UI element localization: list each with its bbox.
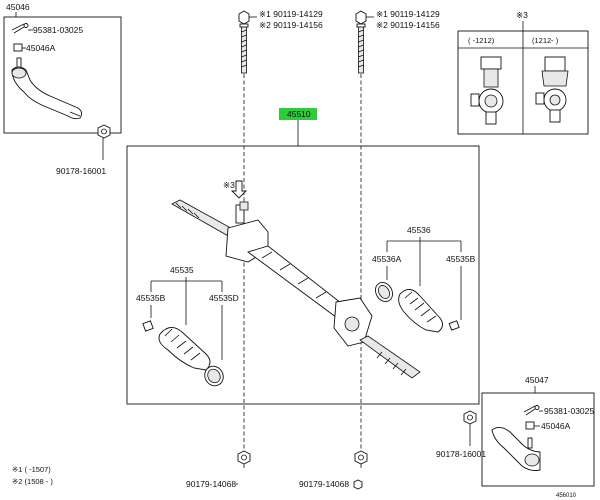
label-clip-left[interactable]: 95381-03025 xyxy=(33,25,83,35)
label-end-left[interactable]: 45046A xyxy=(26,43,56,53)
label-clamp-right-a[interactable]: 45536A xyxy=(372,254,402,264)
arrow-down-icon xyxy=(230,180,248,199)
label-clip-right[interactable]: 95381-03025 xyxy=(544,406,594,416)
label-valve-col1: ( -1212) xyxy=(468,36,495,45)
label-bolt-b-1[interactable]: ※1 90119-14129 xyxy=(376,9,440,19)
clamp-left-b-icon xyxy=(142,320,154,332)
label-input-ref: ※3 xyxy=(223,180,235,190)
nut-right-icon xyxy=(463,410,477,425)
tie-rod-left-group: 45046 95381-03025 45046A xyxy=(3,2,122,134)
tie-rod-right-box xyxy=(481,392,595,487)
label-bolt-a-2[interactable]: ※2 90119-14156 xyxy=(259,20,323,30)
nut-bottom-left-icon xyxy=(237,450,251,465)
label-bolt-a-1[interactable]: ※1 90119-14129 xyxy=(259,9,323,19)
clamp-right-a-icon xyxy=(375,282,393,302)
tie-rod-end-right-icon xyxy=(491,427,541,471)
bolt-a-group: ※1 90119-14129 ※2 90119-14156 xyxy=(238,9,323,468)
valve-new-icon xyxy=(535,56,569,123)
tie-rod-right-group: 45047 95381-03025 45046A xyxy=(481,375,595,487)
label-clamp-left-d[interactable]: 45535D xyxy=(209,293,239,303)
valve-old-icon xyxy=(470,56,504,125)
bolt-a-icon xyxy=(238,10,250,74)
nut-left-icon xyxy=(97,124,111,139)
label-rack-assy[interactable]: 45510 xyxy=(287,109,311,119)
bolt-b-icon xyxy=(355,10,367,74)
clamp-right-b-icon xyxy=(448,320,460,331)
note-2: ※2 (1508 - ) xyxy=(12,477,53,486)
boot-right-icon xyxy=(398,289,443,333)
nut-bottom-mid-small-icon xyxy=(353,479,363,490)
label-nut-left[interactable]: 90178-16001 xyxy=(56,166,106,176)
steering-rack-icon xyxy=(171,199,421,379)
label-tie-rod-right[interactable]: 45047 xyxy=(525,375,549,385)
bolt-b-group: ※1 90119-14129 ※2 90119-14156 xyxy=(355,9,440,468)
label-nut-bottom-mid[interactable]: 90179-14068 xyxy=(299,479,349,489)
diagram-id: 456010 xyxy=(556,493,577,499)
label-valve-ref: ※3 xyxy=(516,10,528,20)
end-left-icon xyxy=(13,43,23,52)
label-nut-bottom-left[interactable]: 90179-14068 xyxy=(186,479,236,489)
end-right-icon xyxy=(525,421,535,430)
label-bolt-b-2[interactable]: ※2 90119-14156 xyxy=(376,20,440,30)
clamp-left-d-icon xyxy=(204,365,224,387)
label-boot-left-kit[interactable]: 45535 xyxy=(170,265,194,275)
note-1: ※1 ( -1507) xyxy=(12,465,51,474)
rack-assembly-group: 45510 ※3 45536 45536A 45535B xyxy=(126,108,480,405)
valve-box-group: ※3 ( -1212) (1212- ) xyxy=(457,10,589,135)
rack-assy-highlight xyxy=(279,108,317,120)
label-boot-right-kit[interactable]: 45536 xyxy=(407,225,431,235)
tie-rod-left-box xyxy=(3,16,122,134)
label-end-right[interactable]: 45046A xyxy=(541,421,571,431)
nut-bottom-mid-icon xyxy=(354,450,368,465)
clip-right-icon xyxy=(523,405,540,416)
label-nut-right[interactable]: 90178-16001 xyxy=(436,449,486,459)
clip-left-icon xyxy=(11,23,29,34)
tie-rod-end-left-icon xyxy=(11,57,83,120)
rack-assy-box xyxy=(126,145,480,405)
label-clamp-left-b[interactable]: 45535B xyxy=(136,293,166,303)
label-valve-col2: (1212- ) xyxy=(532,36,559,45)
label-tie-rod-left[interactable]: 45046 xyxy=(6,2,30,12)
label-clamp-right-b[interactable]: 45535B xyxy=(446,254,476,264)
boot-left-icon xyxy=(158,327,211,371)
